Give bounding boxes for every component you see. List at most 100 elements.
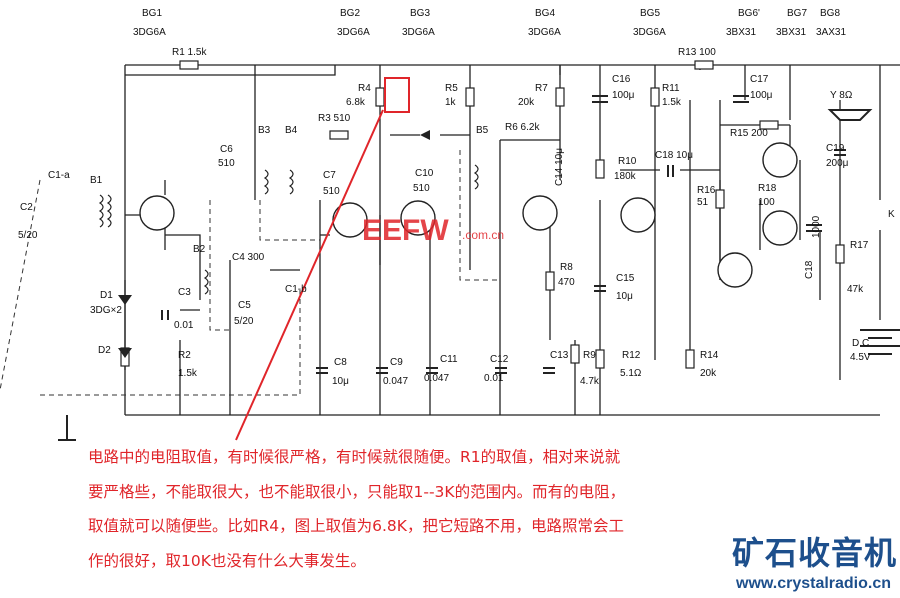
label-r9: R9 (583, 350, 596, 361)
label-r10-value: 180k (614, 171, 637, 182)
label-switch-k: K (888, 209, 895, 220)
ground-symbol (58, 415, 76, 441)
label-c16-value: 100μ (612, 90, 635, 101)
bg4-type: 3DG6A (528, 27, 561, 38)
component-labels: R1 1.5k R13 100 R4 6.8k R5 1k R7 20k C16… (18, 47, 895, 387)
transistor-labels: BG1 3DG6A BG2 3DG6A BG3 3DG6A BG4 3DG6A … (133, 8, 846, 38)
label-r6: R6 6.2k (505, 122, 540, 133)
label-r16-value: 51 (697, 197, 709, 208)
bg3-label: BG3 (410, 8, 430, 19)
label-c10-value: 510 (413, 183, 430, 194)
label-c8: C8 (334, 357, 347, 368)
label-r15: R15 200 (730, 128, 768, 139)
label-c19-value: 200μ (826, 158, 849, 169)
label-r17: R17 (850, 240, 869, 251)
label-r11-value: 1.5k (662, 97, 682, 108)
label-c3-value: 0.01 (174, 320, 194, 331)
label-r9-value: 4.7k (580, 376, 600, 387)
label-r14: R14 (700, 350, 719, 361)
r4-highlight-box (384, 77, 410, 113)
label-r14-value: 20k (700, 368, 717, 379)
bg5-type: 3DG6A (633, 27, 666, 38)
label-r5-value: 1k (445, 97, 457, 108)
transistor-symbols (139, 142, 798, 288)
bg1-type: 3DG6A (133, 27, 166, 38)
bg6-label: BG6' (738, 8, 760, 19)
label-r4: R4 (358, 83, 371, 94)
bg2-type: 3DG6A (337, 27, 370, 38)
label-r16: R16 (697, 185, 716, 196)
label-r5: R5 (445, 83, 458, 94)
label-c11: C11 (440, 354, 458, 365)
annotation-pointer (235, 109, 384, 441)
label-c16: C16 (612, 74, 631, 85)
site-logo: 矿石收音机 (732, 534, 898, 572)
label-d1-value: 3DG×2 (90, 305, 122, 316)
label-r1: R1 1.5k (172, 47, 207, 58)
label-c7: C7 (323, 170, 336, 181)
label-r2-value: 1.5k (178, 368, 198, 379)
bg8-label: BG8 (820, 8, 840, 19)
transformer-coils (98, 164, 479, 295)
bg7-label: BG7 (787, 8, 807, 19)
label-r12: R12 (622, 350, 641, 361)
label-dc-value: 4.5V (850, 352, 871, 363)
label-b4: B4 (285, 125, 298, 136)
label-c17-value: 100μ (750, 90, 773, 101)
dashed-connections (0, 150, 500, 396)
label-c18b-value: 1000 (811, 215, 822, 238)
bg1-label: BG1 (142, 8, 162, 19)
watermark-logo: EEFW (362, 214, 449, 247)
label-c2: C2 (20, 202, 33, 213)
label-d2: D2 (98, 345, 111, 356)
label-r10: R10 (618, 156, 637, 167)
label-c18: C18 10μ (655, 150, 693, 161)
label-c15: C15 (616, 273, 635, 284)
label-speaker: Y 8Ω (830, 90, 853, 101)
label-b2: B2 (193, 244, 206, 255)
label-c3: C3 (178, 287, 191, 298)
label-c2-value: 5/20 (18, 230, 38, 241)
label-r13: R13 100 (678, 47, 716, 58)
label-c1a: C1-a (48, 170, 70, 181)
label-r12-value: 5.1Ω (620, 368, 642, 379)
bg2-label: BG2 (340, 8, 360, 19)
label-r7-value: 20k (518, 97, 535, 108)
label-r2: R2 (178, 350, 191, 361)
bg3-type: 3DG6A (402, 27, 435, 38)
bg8-type: 3AX31 (816, 27, 846, 38)
label-r4-value: 6.8k (346, 97, 366, 108)
label-c7-value: 510 (323, 186, 340, 197)
label-r18-value: 100 (758, 197, 775, 208)
label-b1: B1 (90, 175, 103, 186)
label-c13: C13 (550, 350, 569, 361)
wires (124, 64, 900, 416)
bg5-label: BG5 (640, 8, 660, 19)
label-c9-value: 0.047 (383, 376, 408, 387)
label-c19: C19 (826, 143, 845, 154)
label-c6: C6 (220, 144, 233, 155)
label-c18b: C18 (804, 260, 815, 279)
label-r18: R18 (758, 183, 777, 194)
annotation-line: 电路中的电阻取值，有时候很严格，有时候就很随便。R1的取值，相对来说就 (88, 448, 621, 466)
label-c8-value: 10μ (332, 376, 349, 387)
bg6-type: 3BX31 (726, 27, 756, 38)
label-c10: C10 (415, 168, 434, 179)
bg4-label: BG4 (535, 8, 555, 19)
label-c5: C5 (238, 300, 251, 311)
site-url: www.crystalradio.cn (736, 575, 892, 592)
label-d1: D1 (100, 290, 113, 301)
annotation-line: 要严格些，不能取很大，也不能取很小，只能取1--3K的范围内。而有的电阻， (88, 482, 626, 501)
label-c1b: C1-b (285, 284, 307, 295)
label-c5-value: 5/20 (234, 316, 254, 327)
label-r7: R7 (535, 83, 548, 94)
annotation-line: 作的很好，取10K也没有什么大事发生。 (88, 551, 366, 570)
label-c6-value: 510 (218, 158, 235, 169)
label-r8: R8 (560, 262, 573, 273)
label-c4: C4 300 (232, 252, 265, 263)
label-c17: C17 (750, 74, 769, 85)
diode-symbols (118, 130, 430, 358)
label-c14: C14 10μ (554, 148, 565, 186)
label-b5: B5 (476, 125, 489, 136)
